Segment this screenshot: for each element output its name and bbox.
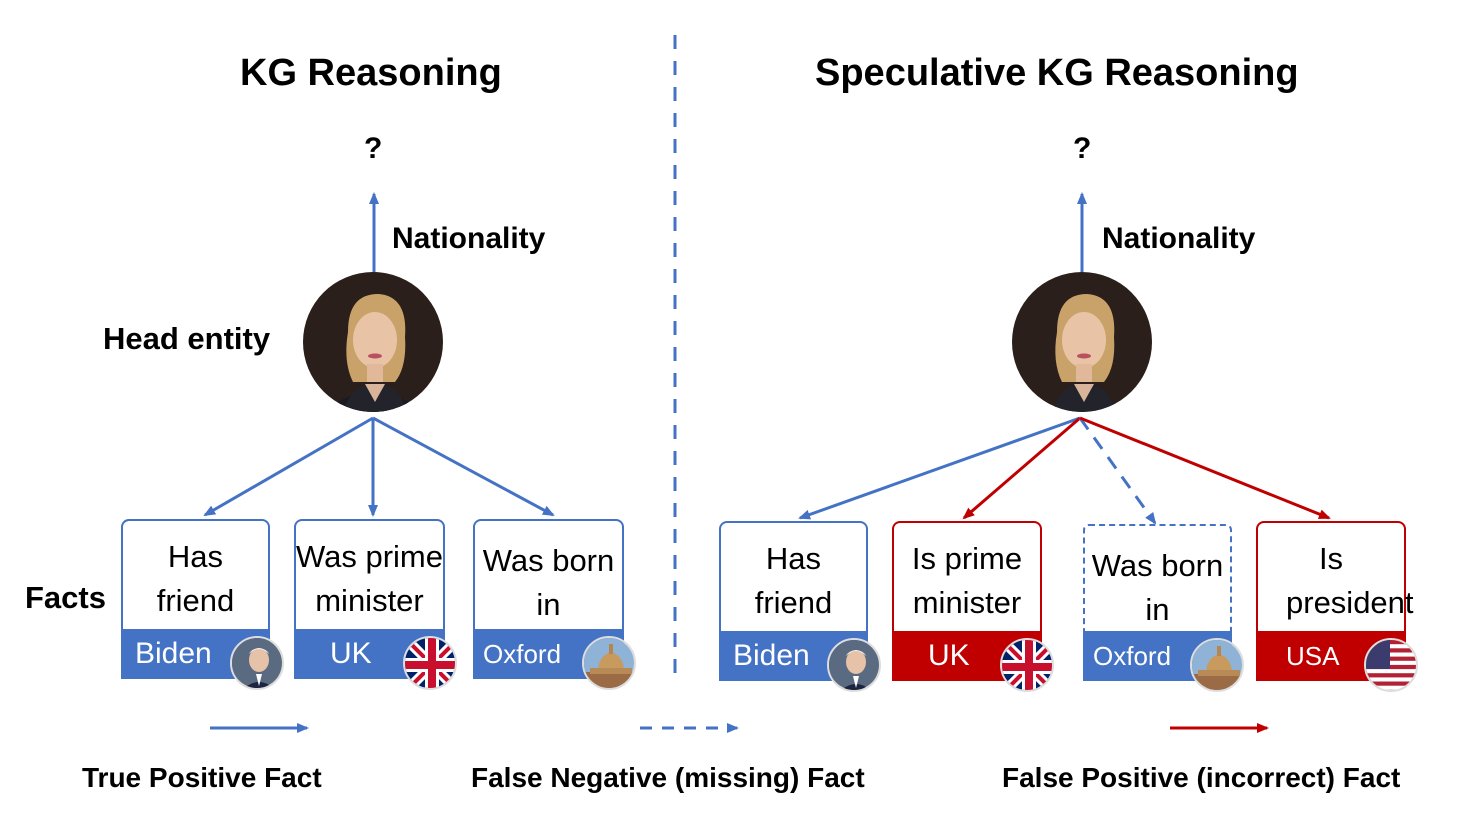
fact-relation-text: Is prime minister <box>911 541 1023 620</box>
fact-entity-text: Biden <box>733 639 810 672</box>
fact-entity-text: Oxford <box>1093 641 1172 671</box>
uk-flag-icon <box>1000 638 1054 692</box>
oxford-photo-icon <box>1190 638 1244 692</box>
left-edge-has-friend <box>203 416 374 517</box>
fact-entity-text: UK <box>928 639 970 672</box>
fact-entity-text: Oxford <box>483 639 562 669</box>
oxford-photo-icon <box>582 636 636 690</box>
right-query-mark: ? <box>1073 132 1092 165</box>
legend-false-negative: False Negative (missing) Fact <box>471 762 865 793</box>
fact-relation-text: Has friend <box>754 541 833 620</box>
biden-photo-icon <box>827 638 881 692</box>
right-edge-has-friend <box>798 416 1081 520</box>
legend-true-positive: True Positive Fact <box>82 762 322 793</box>
fact-relation-text: Has friend <box>156 539 235 618</box>
facts-label: Facts <box>25 580 106 615</box>
left-query-mark: ? <box>364 132 383 165</box>
right-fact-card-has-friend: Has friend Biden <box>719 521 868 681</box>
left-edge-born-in <box>372 416 555 517</box>
head-entity-label: Head entity <box>103 321 271 356</box>
uk-flag-icon <box>403 636 457 690</box>
fact-relation-text: Is president <box>1286 541 1414 620</box>
right-edge-prime-minister <box>962 416 1081 520</box>
legend-false-positive: False Positive (incorrect) Fact <box>1002 762 1401 793</box>
right-relation-label: Nationality <box>1102 222 1256 255</box>
fact-entity-text: USA <box>1286 641 1340 671</box>
fact-entity-text: Biden <box>135 637 212 670</box>
usa-flag-icon <box>1364 638 1418 692</box>
left-fact-card-has-friend: Has friend Biden <box>121 519 270 679</box>
head-entity-portrait-icon <box>1012 272 1152 412</box>
right-edge-born-in <box>1078 417 1157 525</box>
right-title: Speculative KG Reasoning <box>815 52 1299 94</box>
fact-relation-text: Was born in <box>482 543 615 622</box>
left-relation-label: Nationality <box>392 222 546 255</box>
right-edge-president <box>1079 416 1331 520</box>
fact-entity-text: UK <box>330 637 372 670</box>
fact-relation-text: Was prime minister <box>296 539 443 618</box>
biden-photo-icon <box>230 636 284 690</box>
fact-relation-text: Was born in <box>1091 548 1224 627</box>
right-fact-card-prime-minister: Is prime minister UK <box>892 521 1042 681</box>
head-entity-portrait-icon <box>303 272 443 412</box>
left-title: KG Reasoning <box>240 52 502 94</box>
